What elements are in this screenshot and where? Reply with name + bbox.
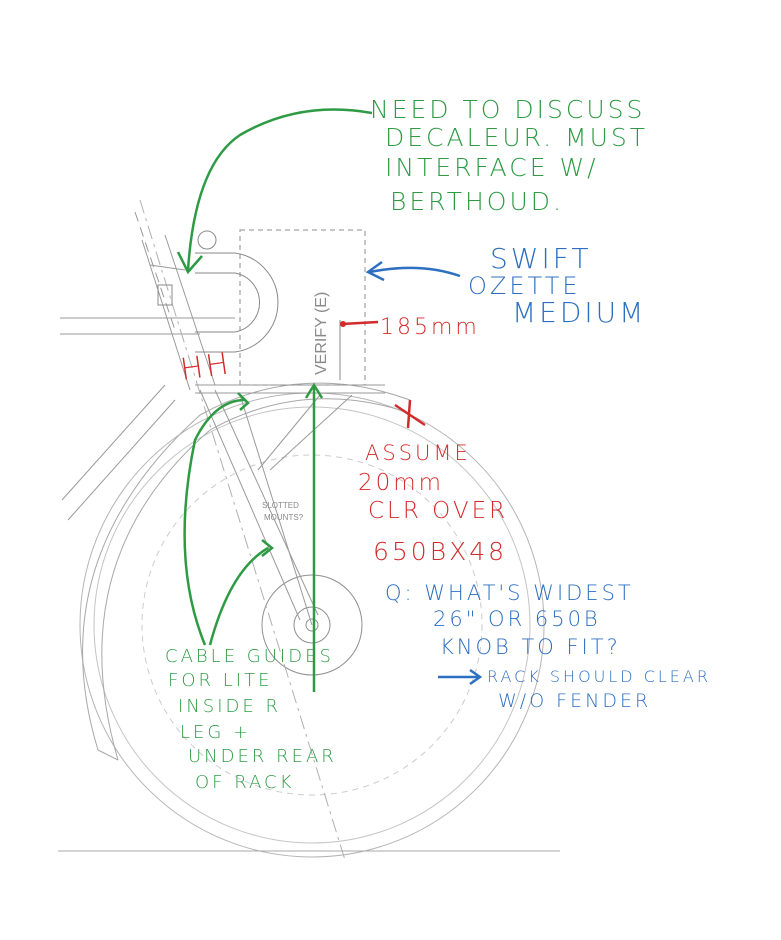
cable-arrow-left xyxy=(183,398,246,646)
tire-inner xyxy=(93,406,531,844)
fender xyxy=(101,398,401,761)
red-annotations: 185mm HH ASSUME 20mm CLR OVER 650BX48 xyxy=(178,315,508,566)
hub xyxy=(293,606,331,644)
question-line-1: Q: WHAT'S WIDEST xyxy=(385,581,634,605)
derailleur-note-line-1: NEED TO DISCUSS xyxy=(370,95,645,124)
cable-arrow-right xyxy=(208,546,269,646)
derailleur-note-line-3: INTERFACE W/ xyxy=(385,153,599,182)
derailleur-arrow xyxy=(186,108,373,271)
rack-strut xyxy=(239,394,313,626)
blue-annotations: SWIFT OZETTE MEDIUM Q: WHAT'S WIDEST 26"… xyxy=(365,242,711,712)
bag-note-line-1: SWIFT xyxy=(490,242,591,275)
cable-note-line-2: FOR LITE xyxy=(168,670,272,691)
stem-bolt xyxy=(197,230,217,250)
bag-note-line-2: OZETTE xyxy=(468,272,581,300)
clearance-line-2: 20mm xyxy=(358,470,444,496)
fork-blade xyxy=(199,389,301,621)
verify-label: VERIFY (E) xyxy=(313,292,330,375)
x-mark xyxy=(394,399,426,429)
bag-arrow xyxy=(369,266,461,278)
green-annotations: NEED TO DISCUSS DECALEUR. MUST INTERFACE… xyxy=(165,95,648,793)
cable-note-line-6: OF RACK xyxy=(195,772,294,793)
cable-note-line-3: INSIDE R xyxy=(178,696,281,717)
height-note: 185mm xyxy=(380,315,480,340)
question-line-2: 26" OR 650B xyxy=(433,607,601,631)
rim-circle xyxy=(141,454,483,796)
down-tube xyxy=(61,384,166,501)
derailleur-note-line-4: BERTHOUD. xyxy=(390,187,564,216)
clearance-line-1: ASSUME xyxy=(365,441,471,465)
handlebar xyxy=(195,252,279,353)
clearance-line-4: 650BX48 xyxy=(373,537,507,566)
disc-rotor xyxy=(261,574,363,676)
hash-mark: HH xyxy=(178,346,233,388)
bag-box xyxy=(239,229,366,386)
cable-note-line-1: CABLE GUIDES xyxy=(165,646,334,667)
question-line-3: KNOB TO FIT? xyxy=(440,635,621,659)
cable-note-line-4: LEG + xyxy=(180,722,251,743)
bag-note-line-3: MEDIUM xyxy=(512,296,646,329)
rack-clear-line-1: RACK SHOULD CLEAR xyxy=(487,667,711,686)
cable-note-line-5: UNDER REAR xyxy=(188,746,337,767)
slotted-mounts-label: SLOTTED xyxy=(262,501,299,510)
slotted-mounts-label-2: MOUNTS? xyxy=(264,513,304,522)
rack-clear-line-2: W/O FENDER xyxy=(498,690,651,712)
derailleur-note-line-2: DECALEUR. MUST xyxy=(385,123,648,152)
clearance-line-3: CLR OVER xyxy=(368,498,508,524)
technical-drawing xyxy=(58,199,560,861)
